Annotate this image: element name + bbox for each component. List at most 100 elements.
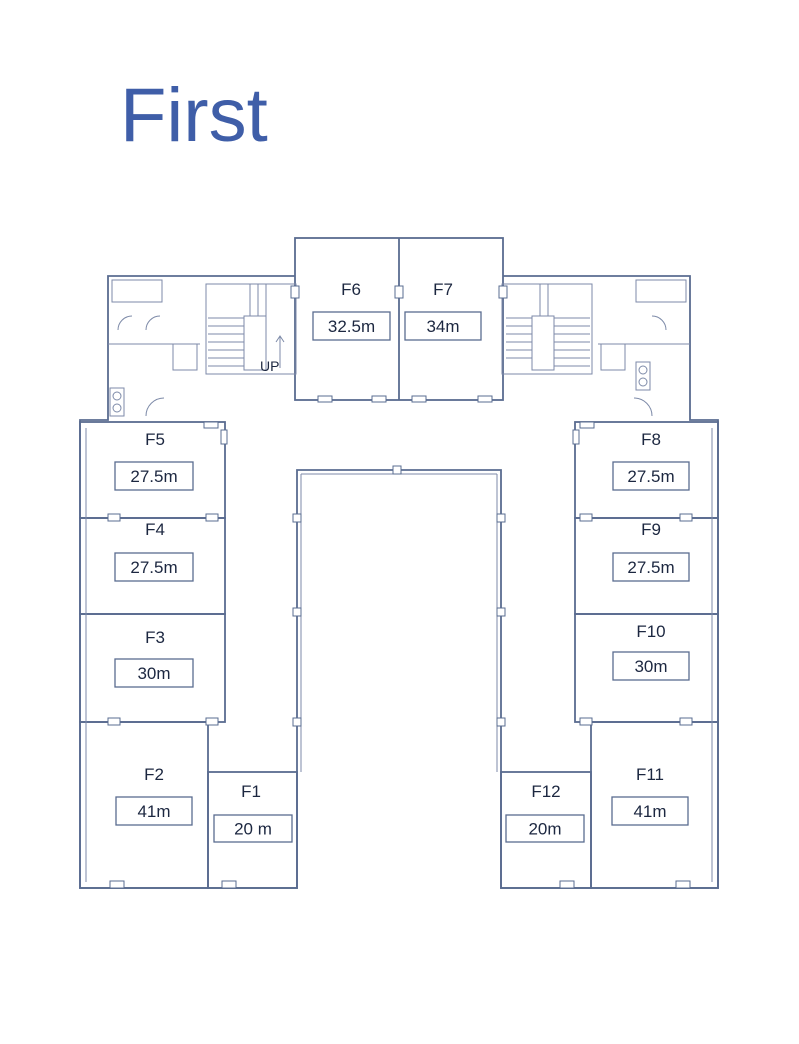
door-marker bbox=[205, 717, 219, 726]
door-marker bbox=[107, 513, 121, 522]
door-marker bbox=[496, 607, 506, 617]
door-marker bbox=[675, 880, 691, 889]
area-box-f2 bbox=[115, 796, 193, 826]
room-f1 bbox=[207, 771, 298, 889]
door-marker bbox=[221, 880, 237, 889]
right-stair-treads bbox=[506, 284, 590, 367]
area-value-f2: 41m bbox=[137, 802, 170, 821]
area-value-f9: 27.5m bbox=[627, 558, 674, 577]
door-marker bbox=[411, 395, 427, 403]
right-units bbox=[500, 421, 719, 889]
door-marker bbox=[292, 513, 302, 523]
door-marker bbox=[477, 395, 493, 403]
page-title: First bbox=[120, 73, 268, 158]
area-value-f4: 27.5m bbox=[130, 558, 177, 577]
door-marker bbox=[496, 717, 506, 727]
door-marker bbox=[220, 429, 228, 445]
door-marker bbox=[496, 513, 506, 523]
door-marker bbox=[205, 513, 219, 522]
right-fixture bbox=[635, 361, 651, 391]
left-fixture-circle bbox=[112, 391, 122, 401]
area-value-f1: 20 m bbox=[234, 820, 272, 839]
left-core-door-arc bbox=[145, 397, 165, 417]
area-value-f11: 41m bbox=[633, 802, 666, 821]
room-f12 bbox=[500, 771, 592, 889]
left-fixture-circle-2 bbox=[112, 403, 122, 413]
unit-label-f1: F1 bbox=[241, 782, 261, 801]
right-fixture-circle-2 bbox=[638, 377, 648, 387]
unit-label-f9: F9 bbox=[641, 520, 661, 539]
area-box-f6 bbox=[312, 311, 391, 341]
left-stair-well bbox=[243, 315, 267, 371]
right-lift bbox=[600, 343, 626, 371]
door-marker bbox=[394, 285, 404, 299]
left-fixture bbox=[109, 387, 125, 417]
unit-label-f11: F11 bbox=[636, 765, 664, 784]
area-box-f3 bbox=[114, 658, 194, 688]
door-marker bbox=[109, 880, 125, 889]
door-marker bbox=[290, 285, 300, 299]
left-units bbox=[79, 421, 298, 889]
area-value-f10: 30m bbox=[634, 657, 667, 676]
area-box-f4 bbox=[114, 552, 194, 582]
left-core bbox=[108, 279, 297, 417]
unit-label-f10: F10 bbox=[636, 622, 665, 641]
door-marker bbox=[579, 421, 595, 429]
right-toilet-door-arc bbox=[651, 315, 667, 331]
right-fixture-circle bbox=[638, 365, 648, 375]
door-marker bbox=[579, 513, 593, 522]
area-box-f8 bbox=[612, 461, 690, 491]
door-marker bbox=[498, 285, 508, 299]
left-stair-arrowhead bbox=[275, 335, 285, 343]
door-marker bbox=[679, 513, 693, 522]
left-stair-treads bbox=[208, 284, 267, 367]
left-toilet-cubicles bbox=[111, 279, 163, 303]
left-stair-enclosure bbox=[205, 283, 297, 375]
left-toilet-door-arc-2 bbox=[145, 315, 161, 331]
door-marker bbox=[579, 717, 593, 726]
area-box-f11 bbox=[611, 796, 689, 826]
area-value-f12: 20m bbox=[528, 820, 561, 839]
unit-label-f5: F5 bbox=[145, 430, 165, 449]
door-markers bbox=[107, 285, 693, 889]
right-stair-enclosure bbox=[501, 283, 593, 375]
door-marker bbox=[292, 607, 302, 617]
right-stair-well bbox=[531, 315, 555, 371]
door-marker bbox=[371, 395, 387, 403]
door-marker bbox=[292, 717, 302, 727]
door-marker bbox=[203, 421, 219, 429]
area-value-f8: 27.5m bbox=[627, 467, 674, 486]
unit-label-f6: F6 bbox=[341, 280, 361, 299]
area-value-f5: 27.5m bbox=[130, 467, 177, 486]
right-core-door-arc bbox=[633, 397, 653, 417]
unit-label-f4: F4 bbox=[145, 520, 165, 539]
right-core bbox=[501, 279, 690, 417]
area-box-f10 bbox=[612, 651, 690, 681]
left-lift bbox=[172, 343, 198, 371]
area-value-f7: 34m bbox=[426, 317, 459, 336]
door-marker bbox=[392, 465, 402, 475]
unit-label-f8: F8 bbox=[641, 430, 661, 449]
unit-label-f12: F12 bbox=[531, 782, 560, 801]
door-marker bbox=[679, 717, 693, 726]
unit-labels: F1 20 m F2 41m F3 30m F4 27.5m F5 27.5m F6 32.5m F7 3… bbox=[114, 280, 690, 843]
area-box-f12 bbox=[505, 814, 585, 843]
stair-up-label: UP bbox=[260, 358, 279, 374]
area-box-f9 bbox=[612, 552, 690, 582]
unit-label-f2: F2 bbox=[144, 765, 164, 784]
area-value-f6: 32.5m bbox=[328, 317, 375, 336]
unit-label-f7: F7 bbox=[433, 280, 453, 299]
door-marker bbox=[107, 717, 121, 726]
right-toilet-cubicles bbox=[635, 279, 687, 303]
area-box-f1 bbox=[213, 814, 293, 843]
door-marker bbox=[572, 429, 580, 445]
area-box-f5 bbox=[114, 461, 194, 491]
door-marker bbox=[317, 395, 333, 403]
door-marker bbox=[559, 880, 575, 889]
unit-label-f3: F3 bbox=[145, 628, 165, 647]
area-box-f7 bbox=[404, 311, 482, 341]
area-value-f3: 30m bbox=[137, 664, 170, 683]
left-toilet-door-arc bbox=[117, 315, 133, 331]
courtyard-outline bbox=[296, 469, 502, 772]
